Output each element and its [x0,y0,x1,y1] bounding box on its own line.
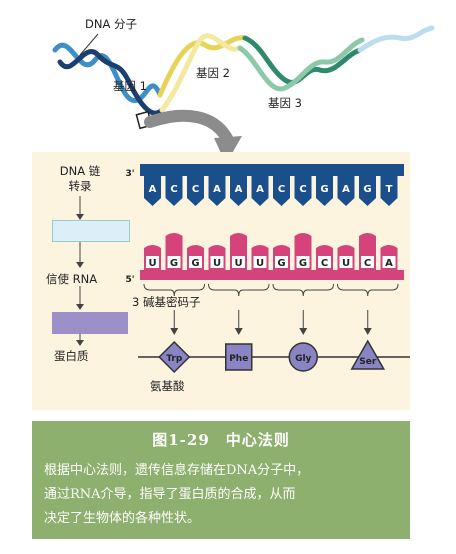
mrna-base-label-bg [339,256,353,268]
dna-base-letter: A [213,184,221,195]
codon-arrow-head [363,328,372,335]
mrna-base-letter: C [321,258,328,269]
mrna-base-letter: G [191,258,199,269]
mrna-base-label-bg [275,256,288,268]
codon-arrow-head [234,328,243,335]
dna-end-left: 3' [125,169,134,179]
mrna-side-label: 信使 RNA [46,272,98,286]
dna-base-tooth [294,176,312,206]
dna-base-letter: G [320,184,328,195]
side-flow-arrows [76,196,84,346]
dna-base-letter: C [299,184,306,195]
mrna-base-letter: U [342,258,350,269]
dna-base-tooth [230,176,247,206]
transcription-label: 转录 [68,179,92,193]
mrna-base-label-bg [296,256,310,268]
codon-arrow-head [299,328,308,335]
mrna-base-label-bg [253,256,267,268]
mrna-base-label-bg [210,256,224,268]
dna-base-tooth [273,176,290,206]
gene3-label: 基因 3 [268,96,302,110]
dna-backbone [140,164,404,176]
helix-strand-gene3-b [237,37,365,92]
dna-base-letter: A [342,184,350,195]
mrna-base-label-bg [318,256,331,268]
amino-acid-name: Ser [359,357,377,367]
amino-acid-circle [288,342,318,372]
mrna-base-label-bg [232,256,245,268]
mrna-backbone [140,270,404,280]
mrna-base-letter: G [277,258,285,269]
dna-base-letter: C [192,184,199,195]
dna-base-tooth [337,176,355,206]
dna-strand-label: DNA 链 [59,164,101,178]
mrna-base-letter: G [170,258,178,269]
mrna-base-label-bg [189,256,202,268]
amino-acid-name: Gly [295,354,311,364]
amino-acid-label: 氨基酸 [150,379,185,393]
amino-acid-name: Trp [166,354,183,364]
mrna-base-letter: U [213,258,221,269]
mrna-base-letter: A [385,258,393,269]
mrna-base-letter: G [299,258,307,269]
dna-base-letter: A [149,184,157,195]
zoom-arrow-head [214,136,242,152]
dna-strand-side-label: DNA 链 转录 [52,164,108,194]
dna-base-letter: C [278,184,285,195]
dna-label-pointer [79,33,99,56]
zoom-arrow [144,109,234,146]
helix-strand-tail [357,25,435,53]
caption-line-2: 通过RNA介导，指导了蛋白质的合成，从而 [44,487,296,502]
dna-base-tooth [144,176,161,206]
central-dogma-panel: DNA 链 转录 信使 RNA 蛋白质 A C C A A A C C G A G T 3' 5' U G G U… [32,152,410,410]
codon-label: 3 碱基密码子 [132,295,201,309]
codon-bracket [143,283,205,297]
mrna-base-label-bg [167,256,181,268]
codon-bracket [272,283,334,297]
dna-base-tooth [187,176,204,206]
dna-base-letter: A [235,184,243,195]
codon-bracket [208,283,270,297]
dna-base-tooth [208,176,226,206]
mrna-base-label-bg [361,256,374,268]
mrna-end-left: 5' [125,275,134,285]
protein-side-label: 蛋白质 [54,349,89,363]
mrna-base-letter: U [234,258,242,269]
dna-base-letter: A [256,184,264,195]
dna-helix-illustration [52,25,435,152]
dna-base-tooth [359,176,376,206]
figure-caption: 图1-29 中心法则 根据中心法则，遗传信息存储在DNA分子中， 通过RNA介导… [32,421,410,539]
caption-title: 图1-29 中心法则 [152,431,290,449]
caption-line-3: 决定了生物体的各种性状。 [44,511,201,526]
mrna-base-letter: U [148,258,156,269]
translation-box [52,312,128,334]
helix-strand-gene2-b [159,33,243,113]
gene1-label: 基因 1 [113,79,147,93]
helix-strand-gene2-a [157,35,248,98]
dna-base-tooth [380,176,398,206]
dna-base-tooth [165,176,183,206]
codon-arrow-head [170,328,179,335]
amino-acid-diamond [158,340,191,374]
dna-base-letter: C [170,184,177,195]
mrna-base-letter: C [364,258,371,269]
amino-acid-triangle [350,339,386,370]
caption-line-1: 根据中心法则，遗传信息存储在DNA分子中， [44,463,310,478]
codon-bracket [337,283,399,297]
helix-strand-gene1-b [57,49,165,116]
gene2-label: 基因 2 [196,66,230,80]
dna-base-letter: T [386,184,393,195]
mrna-base-letter: U [256,258,264,269]
mrna-base-label-bg [146,256,159,268]
dna-base-tooth [316,176,333,206]
amino-acid-name: Phe [229,354,248,364]
dna-base-letter: G [363,184,371,195]
transcription-box [52,220,130,242]
mrna-base-label-bg [382,256,396,268]
amino-acid-square [225,343,253,371]
strand-diagram: ACCAAACCGAGT3'5'UGGUUUGGCUCA5'3'TrpPheGl… [125,164,410,374]
dna-molecule-label: DNA 分子 [85,17,137,31]
dna-base-tooth [251,176,269,206]
